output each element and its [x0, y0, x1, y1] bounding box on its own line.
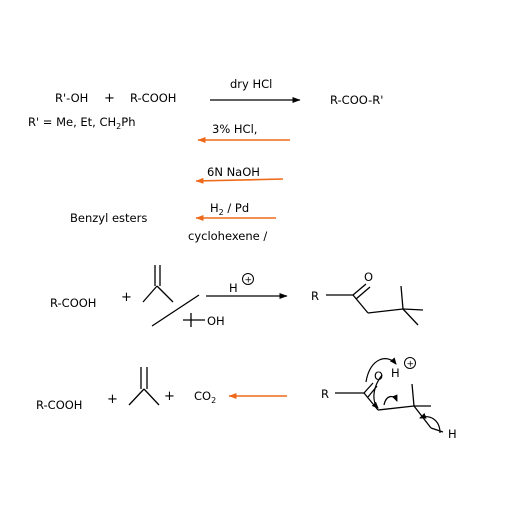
r1-product: R-COO-R' — [330, 93, 383, 107]
r2-product-structure — [326, 283, 424, 326]
r3-o: O — [374, 369, 383, 383]
isobutylene-structure — [142, 265, 174, 303]
r1-r-definition: R' = Me, Et, CH2Ph — [28, 115, 136, 131]
benzyl-esters-label: Benzyl esters — [70, 211, 147, 225]
r1-catalyst: dry HCl — [230, 77, 272, 91]
r2-product-r: R — [311, 289, 319, 303]
r3-r: R — [321, 387, 329, 401]
r2-proton: H — [229, 281, 238, 295]
deprot-transfer-label: cyclohexene / — [188, 229, 267, 243]
r3-co2: CO2 — [194, 389, 216, 405]
r1-plus: + — [104, 91, 115, 106]
r3-curved-arrow-ch-bond — [419, 412, 441, 434]
tert-butanol-structure — [151, 294, 205, 327]
deprot-h2-label: H2 / Pd — [210, 201, 249, 217]
r2-plus: + — [121, 290, 132, 305]
r3-plus-2: + — [164, 389, 175, 404]
r1-alcohol: R'-OH — [55, 91, 88, 105]
r3-ester-structure — [335, 382, 444, 433]
deprot-base-label: 6N NaOH — [207, 165, 260, 179]
r2-charge: + — [245, 276, 253, 286]
r3-plus-1: + — [107, 392, 118, 407]
r3-isobutylene-structure — [128, 367, 160, 406]
r3-curved-arrow-bond-shift — [371, 374, 383, 409]
r3-charge-circle — [404, 357, 416, 369]
r2-acid: R-COOH — [50, 296, 96, 310]
r2-product-o: O — [364, 270, 373, 284]
r3-charge: + — [407, 360, 415, 370]
r3-curved-arrow-protonation — [365, 357, 397, 383]
r3-proton: H — [391, 366, 400, 380]
r3-curved-arrow-alkene — [383, 394, 398, 406]
r2-oh: OH — [207, 314, 225, 328]
r1-acid: R-COOH — [130, 91, 176, 105]
r3-acid: R-COOH — [36, 398, 82, 412]
deprot-acid-label: 3% HCl, — [212, 122, 257, 136]
deprot-base-arrow — [195, 177, 284, 184]
r3-h-leaving: H — [448, 427, 457, 441]
r2-charge-circle — [242, 273, 254, 285]
